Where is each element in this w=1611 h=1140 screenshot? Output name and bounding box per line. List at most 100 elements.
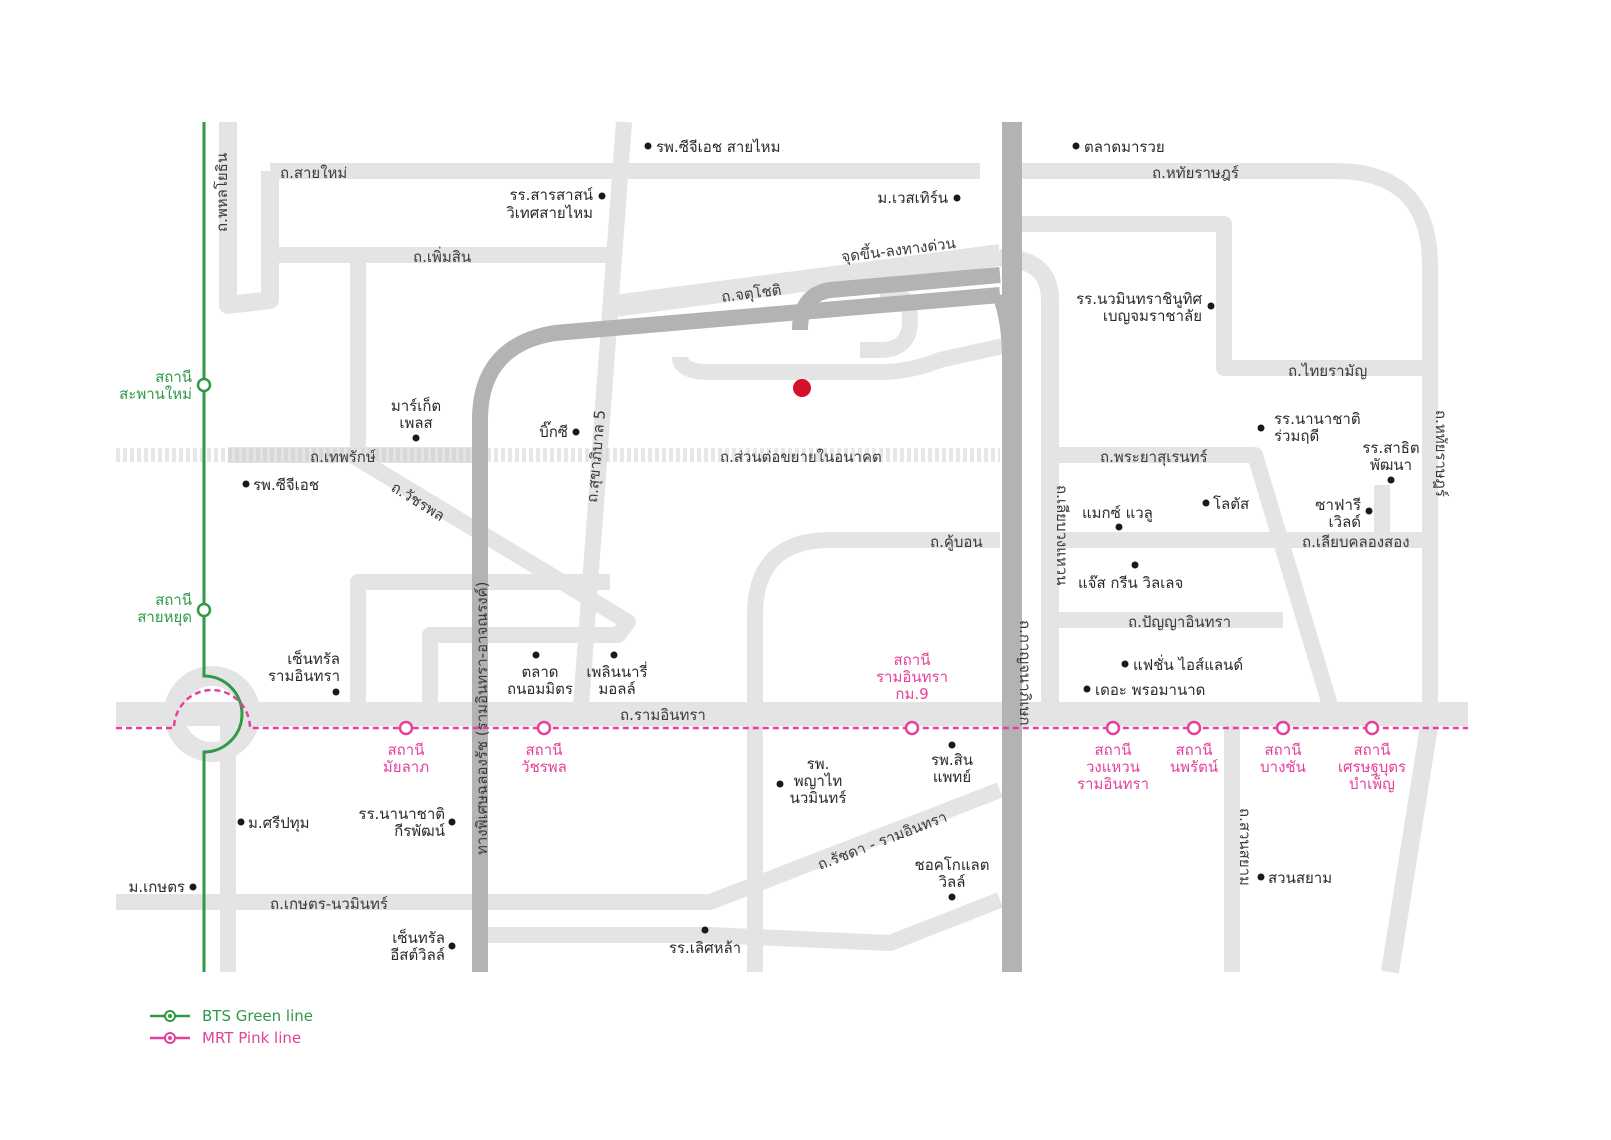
legend-bts: BTS Green line	[148, 1005, 313, 1027]
place-nanachati-ruamrudee-2: ร่วมฤดี	[1274, 427, 1319, 445]
place-ploen-nari-1: เพลินนารี่	[586, 661, 647, 681]
place-nanachati-kiriphat-2: กีรพัฒน์	[394, 822, 445, 840]
place-dot	[237, 818, 245, 826]
chatuchot-road	[612, 244, 1002, 317]
mrt-label-bang-chan-1: สถานี	[1265, 741, 1302, 759]
road-label-ring-road-east: ถ.เลียบวงแหวน	[1053, 485, 1071, 585]
road-label-phrayasuren: ถ.พระยาสุเรนทร์	[1100, 448, 1208, 467]
road-label-phermsin: ถ.เพิ่มสิน	[413, 246, 471, 266]
mrt-station-maiyalap[interactable]	[398, 720, 414, 736]
mrt-station-bang-chan[interactable]	[1275, 720, 1291, 736]
mrt-station-setthabutbamphen[interactable]	[1364, 720, 1380, 736]
place-sarit-phatthana-1: รร.สาธิต	[1362, 439, 1419, 457]
place-dot	[776, 780, 784, 788]
road-label-khubon: ถ.คู้บอน	[930, 533, 983, 551]
place-talad-thanon-2: ถนอมมิตร	[507, 680, 573, 698]
station-labels: สถานี สะพานใหม่ สถานี สายหยุด สถานี มัยล…	[119, 368, 1406, 793]
mrt-station-wongwaen[interactable]	[1105, 720, 1121, 736]
mrt-label-ramindra-km9-2: รามอินทรา	[876, 668, 948, 686]
mrt-label-watcharaphon-1: สถานี	[526, 741, 563, 759]
place-dot	[189, 883, 197, 891]
place-suan-siam: สวนสยาม	[1268, 869, 1332, 887]
bts-station-sai-yud[interactable]	[196, 602, 212, 618]
mrt-station-watcharaphon[interactable]	[536, 720, 552, 736]
place-kasetsart: ม.เกษตร	[128, 878, 185, 896]
place-dot	[332, 688, 340, 696]
place-dot	[448, 818, 456, 826]
bts-label-saphan-mai-2: สะพานใหม่	[119, 385, 192, 403]
mrt-label-ramindra-km9-3: กม.9	[895, 685, 928, 703]
place-sinphaet-1: รพ.สิน	[931, 751, 973, 769]
place-dot	[242, 480, 250, 488]
road-label-kaset-nawamin: ถ.เกษตร-นวมินทร์	[270, 895, 388, 913]
bts-label-saphan-mai-1: สถานี	[155, 368, 192, 386]
road-label-saimai: ถ.สายใหม่	[280, 164, 347, 182]
place-sarit-phatthana-2: พัฒนา	[1370, 456, 1412, 474]
place-phyathai-nawamin-2: พญาไท	[794, 772, 843, 790]
project-location-marker[interactable]	[793, 379, 811, 397]
place-dot	[1365, 507, 1373, 515]
mrt-station-nopparat[interactable]	[1186, 720, 1202, 736]
mrt-station-ramindra-km9[interactable]	[904, 720, 920, 736]
phrayasuren-road	[1050, 447, 1338, 708]
road-label-liapkhlongsong: ถ.เลียบคลองสอง	[1302, 533, 1410, 551]
mrt-label-wongwaen-1: สถานี	[1095, 741, 1132, 759]
place-dot	[1121, 660, 1129, 668]
places: รพ.ซีจีเอช สายไหม ตลาดมารวย รร.สารสาสน์ …	[128, 138, 1419, 964]
mrt-line-icon	[150, 1032, 190, 1044]
mrt-label-nopparat-2: นพรัตน์	[1170, 758, 1218, 776]
place-dot	[948, 893, 956, 901]
place-dot	[448, 942, 456, 950]
road-label-hathairat-right: ถ.หทัยราษฎร์	[1432, 410, 1450, 497]
khubon-road	[747, 532, 1000, 972]
road-label-thepharak: ถ.เทพรักษ์	[310, 448, 376, 466]
place-phyathai-nawamin-1: รพ.	[807, 755, 830, 773]
place-the-promenade: เดอะ พรอมานาด	[1095, 681, 1205, 699]
mrt-label-nopparat-1: สถานี	[1176, 741, 1213, 759]
place-dot	[1083, 685, 1091, 693]
bts-line-icon	[150, 1010, 190, 1022]
eastville-road	[480, 892, 1003, 951]
place-nawamin-school-1: รร.นวมินทราชินูทิศ	[1076, 290, 1202, 308]
place-loetla-school: รร.เลิศหล้า	[669, 939, 741, 957]
place-lotus: โลตัส	[1213, 495, 1249, 513]
place-sarasas-1: รร.สารสาสน์	[509, 186, 593, 204]
place-dot	[412, 434, 420, 442]
road-label-thairaman: ถ.ไทยรามัญ	[1288, 362, 1367, 380]
place-js-green: แจ๊ส กรีน วิลเลจ	[1078, 574, 1183, 592]
place-sarasas-2: วิเทศสายไหม	[506, 204, 593, 222]
place-dot	[953, 194, 961, 202]
place-sripatum: ม.ศรีปทุม	[248, 814, 310, 833]
road-label-suansiam: ถ.สวนสยาม	[1236, 808, 1254, 886]
phahonyothin-road	[219, 122, 279, 314]
place-central-ramindra-1: เซ็นทรัล	[287, 649, 340, 668]
place-dot	[948, 741, 956, 749]
place-dot	[1207, 302, 1215, 310]
place-dot	[1257, 873, 1265, 881]
place-nanachati-kiriphat-1: รร.นานาชาติ	[358, 805, 445, 823]
place-cgh: รพ.ซีจีเอช	[253, 476, 319, 494]
place-safari-world-1: ซาฟารี	[1315, 496, 1361, 514]
mrt-label-setthabutbamphen-3: บำเพ็ญ	[1349, 774, 1395, 793]
place-central-ramindra-2: รามอินทรา	[268, 667, 340, 685]
place-central-eastville-1: เซ็นทรัล	[392, 928, 445, 947]
place-fashion-island: แฟชั่น ไอส์แลนด์	[1133, 654, 1243, 674]
expressway	[472, 122, 1022, 972]
road-label-panyaindra: ถ.ปัญญาอินทรา	[1128, 613, 1231, 631]
place-dot	[1115, 523, 1123, 531]
mrt-label-watcharaphon-2: วัชรพล	[521, 758, 567, 776]
road-label-ramindra: ถ.รามอินทรา	[620, 706, 706, 724]
bts-station-saphan-mai[interactable]	[196, 377, 212, 393]
mrt-label-setthabutbamphen-1: สถานี	[1354, 741, 1391, 759]
place-dot	[572, 428, 580, 436]
map-legend: BTS Green line MRT Pink line	[148, 1005, 313, 1049]
place-dot	[1072, 142, 1080, 150]
place-western-uni: ม.เวสเทิร์น	[877, 189, 948, 207]
legend-bts-label: BTS Green line	[202, 1007, 314, 1025]
place-dot	[610, 651, 618, 659]
ramp-loop	[860, 282, 918, 358]
bts-label-sai-yud-1: สถานี	[155, 591, 192, 609]
place-dot	[1257, 424, 1265, 432]
place-market-place-1: มาร์เก็ต	[391, 396, 441, 415]
